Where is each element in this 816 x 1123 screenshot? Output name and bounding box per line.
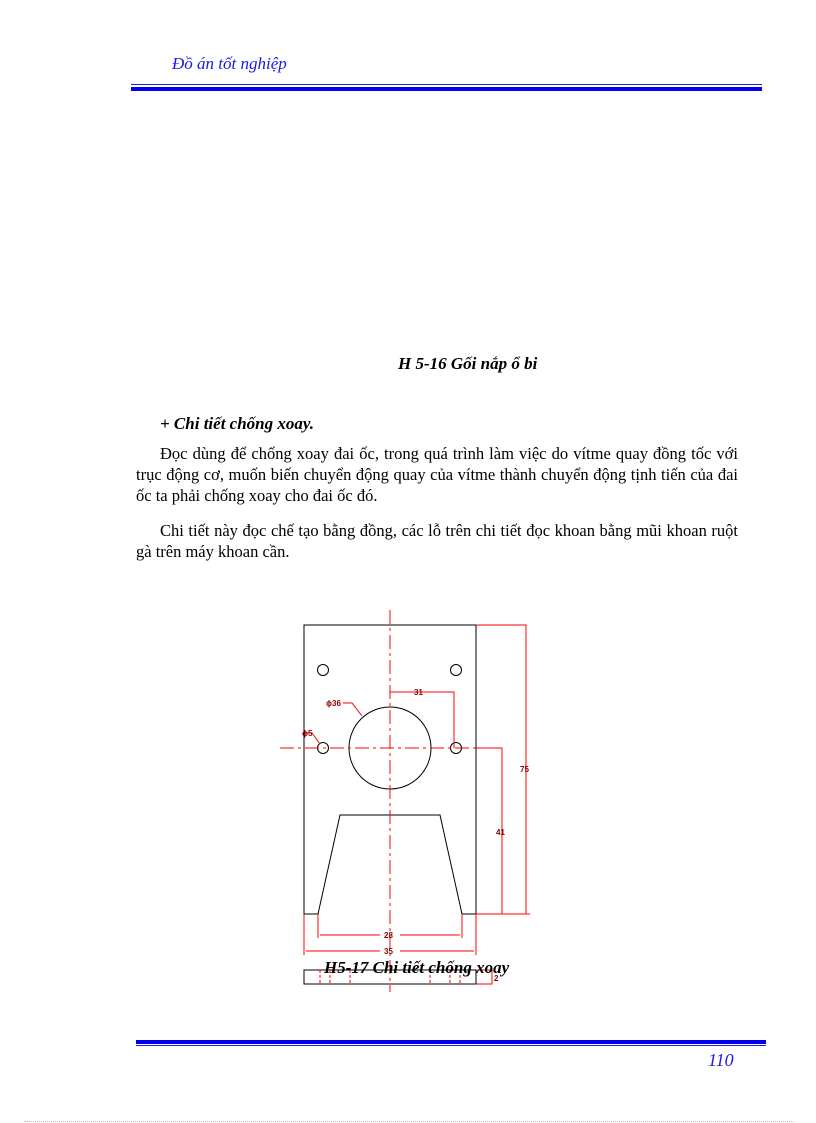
dimension-lines: [303, 624, 530, 985]
header-title: Đồ án tốt nghiệp: [172, 54, 287, 73]
paragraph-1-text: Đọc dùng để chống xoay đai ốc, trong quá…: [136, 444, 738, 505]
paragraph-2-text: Chi tiết này đọc chế tạo bằng đồng, các …: [136, 521, 738, 561]
dim-28: 28: [384, 931, 393, 940]
center-lines: [280, 610, 500, 992]
footer-rule: [136, 1040, 766, 1046]
figure-caption-5-17: H5-17 Chi tiết chống xoay: [324, 958, 510, 977]
paragraph-2: Chi tiết này đọc chế tạo bằng đồng, các …: [136, 520, 738, 562]
dim-2: 2: [494, 974, 499, 983]
figure-caption-5-16: H 5-16 Gối nắp ổ bi: [398, 354, 538, 373]
dim-phi5: ϕ5: [302, 729, 313, 738]
section-heading: + Chi tiết chống xoay.: [160, 414, 315, 433]
page-edge-dots: [24, 1121, 794, 1123]
dim-41: 41: [496, 828, 505, 837]
dim-31: 31: [414, 688, 423, 697]
page-number: 110: [708, 1050, 734, 1070]
dim-75: 75: [520, 765, 529, 774]
dim-phi36: ϕ36: [326, 699, 341, 708]
header-rule: [131, 84, 762, 91]
dim-35: 35: [384, 947, 393, 956]
paragraph-1: Đọc dùng để chống xoay đai ốc, trong quá…: [136, 443, 738, 506]
